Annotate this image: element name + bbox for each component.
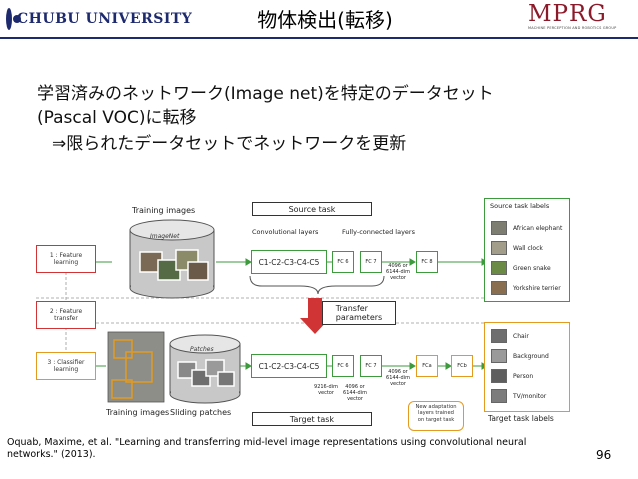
- target-label-text: Chair: [513, 332, 529, 340]
- target-label-text: Person: [513, 372, 534, 380]
- label-thumbnail: [491, 261, 507, 275]
- target-label-text: TV/monitor: [513, 392, 547, 400]
- source-labels-panel: Source task labels African elephant Wall…: [484, 198, 570, 302]
- fc8: FC 8: [416, 251, 438, 273]
- fc7-bottom: FC 7: [360, 355, 382, 377]
- new-adaptation-layers-callout: New adaptation layers trained on target …: [408, 401, 464, 431]
- vector-9216-label: 9216-dim vector: [314, 384, 338, 396]
- source-label-text: Green snake: [513, 264, 551, 272]
- citation: Oquab, Maxime, et al. "Learning and tran…: [7, 437, 527, 460]
- stage-3-classifier-learning: 3 : Classifier learning: [36, 352, 96, 380]
- lab-logo-text: MPRG: [528, 1, 607, 27]
- header-divider: [0, 37, 638, 39]
- transfer-arrow: [300, 298, 330, 334]
- target-training-photo: [107, 331, 165, 403]
- label-thumbnail: [491, 349, 507, 363]
- patches-cylinder: [169, 334, 241, 404]
- fca: FCa: [416, 355, 438, 377]
- source-label-row: Green snake: [491, 261, 551, 275]
- source-label-text: African elephant: [513, 224, 563, 232]
- target-task-box: Target task: [252, 412, 372, 426]
- university-logo: CHUBU UNIVERSITY: [6, 6, 192, 32]
- training-images-bottom-label: Training images: [106, 408, 170, 417]
- fc6-top: FC 6: [332, 251, 354, 273]
- body-line-2: (Pascal VOC)に転移: [37, 108, 197, 128]
- vector-fc7-label: 4096 or 6144-dim vector: [343, 384, 367, 402]
- parameter-brace: [249, 275, 385, 295]
- bottom-row-connectors: [90, 362, 488, 370]
- slide-title: 物体検出(転移): [257, 8, 393, 32]
- label-thumbnail: [491, 281, 507, 295]
- source-label-row: African elephant: [491, 221, 562, 235]
- training-images-top-label: Training images: [132, 206, 196, 215]
- body-line-3: ⇒限られたデータセットでネットワークを更新: [52, 134, 407, 154]
- source-label-row: Wall clock: [491, 241, 543, 255]
- conv-block-top: C1-C2-C3-C4-C5: [251, 250, 327, 274]
- target-label-row: Background: [491, 349, 549, 363]
- lab-logo-subtitle: MACHINE PERCEPTION AND ROBOTICS GROUP: [528, 26, 617, 30]
- callout-text: New adaptation layers trained on target …: [415, 404, 457, 423]
- target-label-row: Chair: [491, 329, 529, 343]
- body-line-1: 学習済みのネットワーク(Image net)を特定のデータセット: [37, 84, 494, 104]
- source-label-text: Yorkshire terrier: [513, 284, 561, 292]
- transfer-parameters-label: Transfer parameters: [335, 304, 383, 322]
- label-thumbnail: [491, 329, 507, 343]
- university-name: CHUBU UNIVERSITY: [17, 11, 193, 27]
- target-labels-title: Target task labels: [488, 414, 554, 423]
- source-task-box: Source task: [252, 202, 372, 216]
- conv-layers-label: Convolutional layers: [252, 228, 319, 236]
- vector-label-top: 4096 or 6144-dim vector: [386, 263, 410, 281]
- source-label-text: Wall clock: [513, 244, 543, 252]
- vector-label-bottom: 4096 or 6144-dim vector: [386, 369, 410, 387]
- fc6-bottom: FC 6: [332, 355, 354, 377]
- target-labels-panel: Chair Background Person TV/monitor: [484, 322, 570, 412]
- target-label-row: Person: [491, 369, 533, 383]
- lab-logo: MPRG MACHINE PERCEPTION AND ROBOTICS GRO…: [528, 2, 632, 34]
- label-thumbnail: [491, 241, 507, 255]
- stage-2-feature-transfer: 2 : Feature transfer: [36, 301, 96, 329]
- source-label-row: Yorkshire terrier: [491, 281, 561, 295]
- stage-1-feature-learning: 1 : Feature learning: [36, 245, 96, 273]
- sliding-patches-label: Sliding patches: [170, 408, 232, 417]
- source-labels-title: Source task labels: [490, 202, 550, 210]
- imagenet-cylinder: [129, 219, 215, 299]
- transfer-parameters-box: Transfer parameters: [322, 301, 396, 325]
- fc-layers-label: Fully-connected layers: [342, 228, 415, 236]
- label-thumbnail: [491, 389, 507, 403]
- page-number: 96: [596, 448, 612, 462]
- target-label-text: Background: [513, 352, 549, 360]
- university-emblem-icon: [6, 8, 21, 30]
- top-row-connectors: [90, 258, 488, 266]
- conv-block-bottom: C1-C2-C3-C4-C5: [251, 354, 327, 378]
- patches-label: Patches: [190, 346, 214, 353]
- label-thumbnail: [491, 369, 507, 383]
- imagenet-label: ImageNet: [150, 233, 180, 240]
- fc7-top: FC 7: [360, 251, 382, 273]
- fcb: FCb: [451, 355, 473, 377]
- label-thumbnail: [491, 221, 507, 235]
- target-label-row: TV/monitor: [491, 389, 546, 403]
